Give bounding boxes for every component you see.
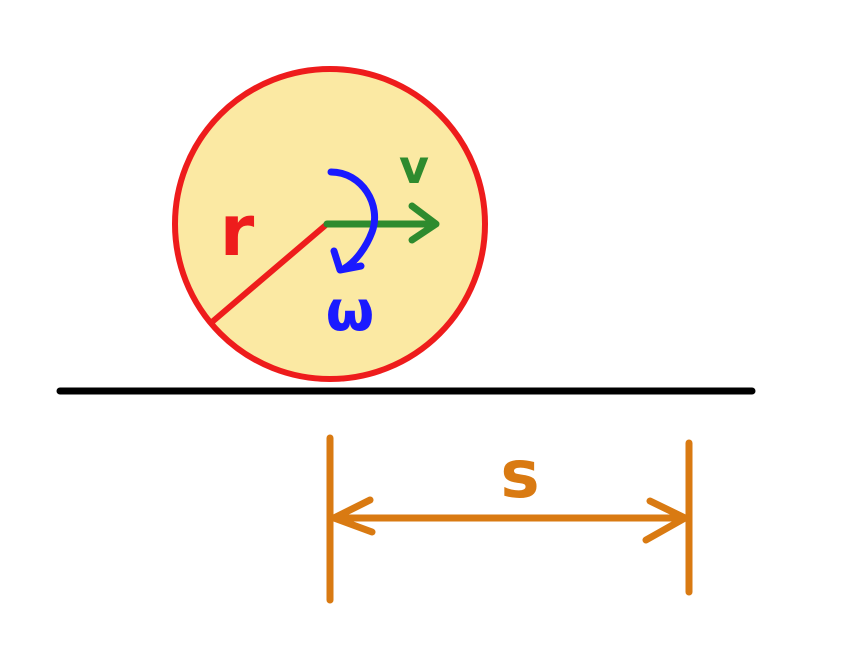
velocity-label: v xyxy=(399,140,429,194)
radius-line xyxy=(209,221,330,325)
displacement-dimension xyxy=(326,434,693,604)
angular-velocity-arrow-head xyxy=(330,247,365,274)
angular-velocity-arrow xyxy=(327,168,379,274)
velocity-arrow-head xyxy=(408,202,440,244)
displacement-left-arrow-head xyxy=(330,496,376,536)
wheel-outline xyxy=(172,66,488,382)
angular-velocity-arc xyxy=(327,168,379,272)
displacement-right-arrow-head xyxy=(642,497,689,544)
displacement-label: s xyxy=(500,436,539,513)
velocity-arrow xyxy=(323,202,440,244)
angular-velocity-label: ω xyxy=(326,279,375,344)
radius-label: r xyxy=(220,190,255,272)
